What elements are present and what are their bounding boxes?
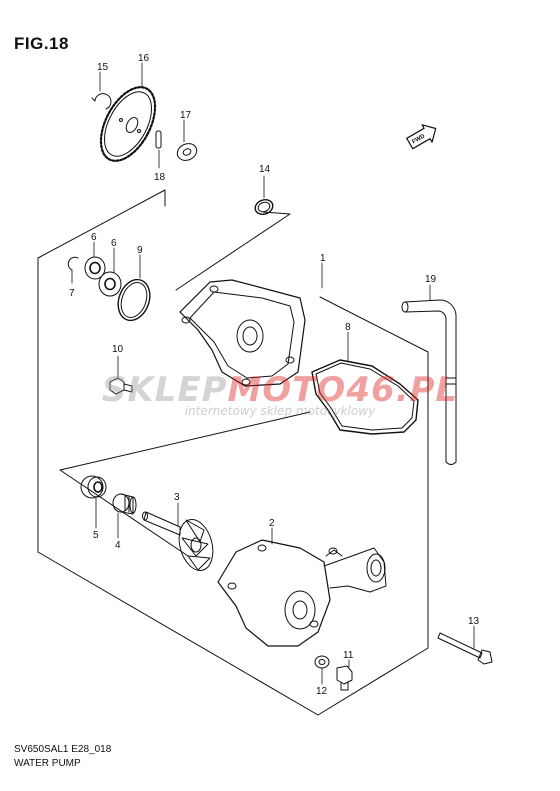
mechanical-seal-part-5 xyxy=(80,475,107,499)
leader-lines xyxy=(71,62,475,685)
figure-name: WATER PUMP xyxy=(14,758,81,769)
callout-11: 11 xyxy=(343,650,354,661)
callout-8: 8 xyxy=(345,322,351,333)
assembly-frame xyxy=(37,189,429,716)
callout-9: 9 xyxy=(137,245,143,256)
callout-1: 1 xyxy=(320,253,326,264)
bolt-part-11 xyxy=(336,665,353,691)
callout-5: 5 xyxy=(93,530,99,541)
callout-7: 7 xyxy=(69,288,75,299)
watermark-tagline: internetowy sklep motocyklowy xyxy=(184,404,376,418)
callout-6b: 6 xyxy=(111,238,117,249)
forward-direction-icon: FWD xyxy=(406,124,437,150)
circlip-part-15 xyxy=(91,93,112,110)
callout-16: 16 xyxy=(138,53,150,64)
hose-part-19 xyxy=(401,299,457,465)
washer-part-12 xyxy=(314,655,330,669)
circlip-part-7 xyxy=(67,256,79,271)
shop-watermark: SKLEPMOTO46.PL internetowy sklep motocyk… xyxy=(80,372,480,418)
seal-part-4 xyxy=(112,493,137,515)
callout-labels: 15 16 17 18 14 1 19 6 6 9 7 8 10 3 2 5 4… xyxy=(69,53,480,697)
callout-2: 2 xyxy=(269,518,275,529)
callout-18: 18 xyxy=(154,172,166,183)
callout-19: 19 xyxy=(425,274,437,285)
callout-15: 15 xyxy=(97,62,109,73)
oil-seal-part-6a xyxy=(84,256,106,280)
gasket-part-8 xyxy=(311,359,419,435)
watermark-brand: SKLEPMOTO46.PL xyxy=(101,370,459,410)
callout-6a: 6 xyxy=(91,232,97,243)
callout-12: 12 xyxy=(316,686,328,697)
pump-body-part-2 xyxy=(217,539,387,647)
callout-3: 3 xyxy=(174,492,180,503)
washer-part-17 xyxy=(176,143,198,161)
callout-17: 17 xyxy=(180,110,192,121)
callout-13: 13 xyxy=(468,616,480,627)
callout-10: 10 xyxy=(112,344,124,355)
callout-14: 14 xyxy=(259,164,271,175)
pin-part-18 xyxy=(155,130,162,149)
o-ring-part-9 xyxy=(117,278,151,322)
bolt-part-10 xyxy=(109,377,133,395)
callout-4: 4 xyxy=(115,540,121,551)
oil-seal-part-6b xyxy=(98,271,122,297)
bolt-part-13 xyxy=(437,632,493,665)
pump-housing-part-1 xyxy=(179,279,306,387)
drive-gear-part-16 xyxy=(99,86,157,162)
figure-code: SV650SAL1 E28_018 xyxy=(14,744,112,755)
impeller-part-3 xyxy=(142,511,214,571)
o-ring-part-14 xyxy=(254,199,274,215)
figure-title: FIG.18 xyxy=(14,34,69,53)
